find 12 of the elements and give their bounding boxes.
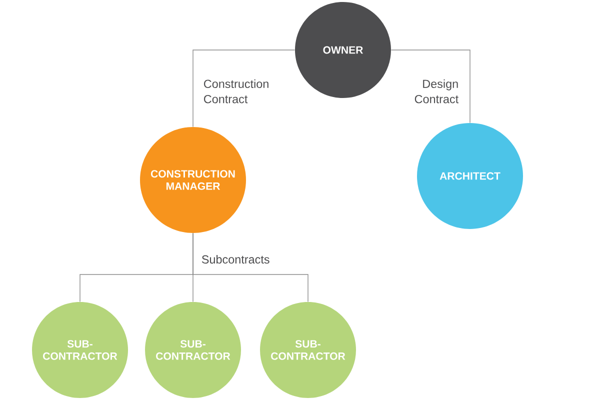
circle-node: CONSTRUCTION MANAGER bbox=[140, 127, 246, 233]
connector-line bbox=[390, 50, 470, 124]
connector-line bbox=[192, 232, 308, 302]
annotation-label: Subcontracts bbox=[202, 255, 270, 264]
edge-label: Construction Contract bbox=[204, 79, 268, 104]
circle-node: SUB- CONTRACTOR bbox=[32, 302, 128, 398]
circle-node: ARCHITECT bbox=[417, 123, 523, 229]
circle-node: SUB- CONTRACTOR bbox=[145, 302, 241, 398]
circle-node: SUB- CONTRACTOR bbox=[260, 302, 356, 398]
connector-line bbox=[192, 50, 296, 128]
edge-label: Design Contract bbox=[414, 79, 459, 104]
circle-node: OWNER bbox=[295, 2, 391, 98]
